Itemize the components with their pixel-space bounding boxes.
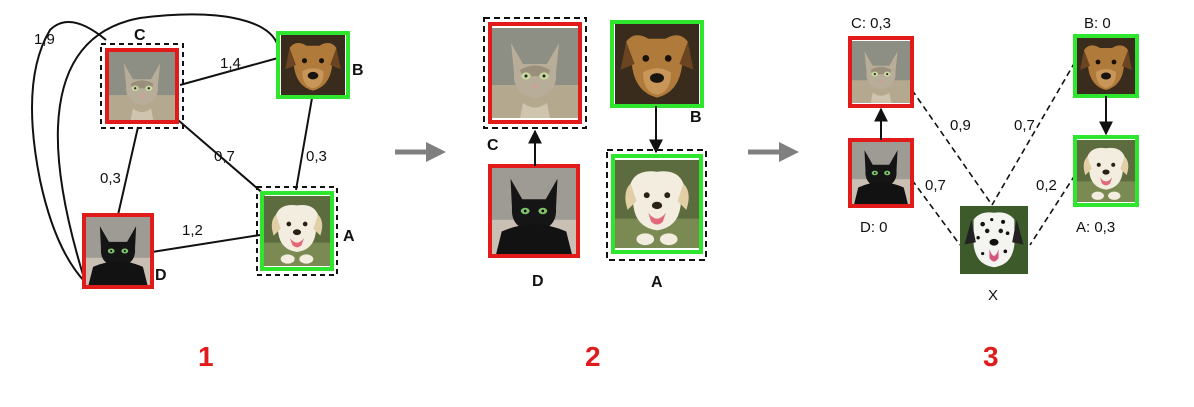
edge-c-x <box>911 89 993 206</box>
node-b-border <box>276 31 350 99</box>
tabby-cat-photo-icon <box>108 52 176 120</box>
edge-label-a-x: 0,2 <box>1036 177 1057 194</box>
white-puppy-photo-icon <box>613 160 701 248</box>
node-b-label: B <box>352 62 364 79</box>
edge-c-b <box>179 57 279 86</box>
edge-a-x <box>1029 174 1076 246</box>
tabby-cat-photo-icon <box>850 41 912 103</box>
terrier-dog-photo-icon <box>1076 36 1136 96</box>
node-c-border <box>105 48 179 124</box>
node-a-dashed-frame <box>606 149 707 261</box>
node-c-label: C <box>134 27 146 44</box>
edge-b-x <box>991 61 1076 206</box>
node-a-label: A: 0,3 <box>1076 219 1115 236</box>
node-c-border <box>488 22 582 124</box>
node-b-label: B <box>690 109 702 126</box>
node-c-border <box>848 36 914 108</box>
node-a-label: A <box>343 228 355 245</box>
edge-label-b-x: 0,7 <box>1014 117 1035 134</box>
node-a-border <box>611 154 703 254</box>
edge-c-d-outer <box>31 21 107 283</box>
terrier-dog-photo-icon <box>281 33 345 97</box>
step-number-1: 1 <box>198 341 214 372</box>
edge-label-d-x: 0,7 <box>925 177 946 194</box>
node-a-border <box>1073 135 1139 207</box>
step-number-3: 3 <box>983 341 999 372</box>
transition-arrow-1 <box>395 142 446 162</box>
edge-label-d-a: 1,2 <box>182 222 203 239</box>
edge-label-b-a: 0,3 <box>306 148 327 165</box>
edge-label-c-a: 0,7 <box>214 148 235 165</box>
node-a-label: A <box>651 274 663 291</box>
node-d-border <box>82 213 154 289</box>
black-cat-photo-icon <box>490 167 578 255</box>
node-c-label: C: 0,3 <box>851 15 891 32</box>
white-puppy-photo-icon <box>262 196 332 266</box>
edge-c-a <box>177 119 266 196</box>
edge-label-c-d-outer: 1,9 <box>34 31 55 48</box>
dalmatian-photo-icon <box>960 206 1028 274</box>
black-cat-photo-icon <box>84 217 152 285</box>
panel-3: 0,9 0,7 0,7 0,2 C: 0,3 D: 0 B: 0 A: 0,3 … <box>848 15 1139 372</box>
edge-label-c-d: 0,3 <box>100 170 121 187</box>
node-a-dashed-frame <box>256 186 338 276</box>
node-c-label: C <box>487 137 499 154</box>
node-d-label: D: 0 <box>860 219 888 236</box>
transition-arrow-2 <box>748 142 799 162</box>
panel-1: 1,9 1,4 0,3 0,7 0,3 1,2 C B D A 1 <box>31 13 364 372</box>
white-puppy-photo-icon <box>1075 140 1137 202</box>
edge-label-c-x: 0,9 <box>950 117 971 134</box>
edge-b-a <box>295 97 313 191</box>
edge-c-d-loop <box>56 13 279 279</box>
node-b-label: B: 0 <box>1084 15 1111 32</box>
step-number-2: 2 <box>585 341 601 372</box>
node-c-dashed-frame <box>100 43 184 129</box>
tabby-cat-photo-icon <box>490 28 580 118</box>
black-cat-photo-icon <box>850 142 912 204</box>
node-c-dashed-frame <box>483 17 587 129</box>
edge-d-x <box>911 179 961 246</box>
edge-c-d <box>117 126 139 216</box>
node-d-label: D <box>155 267 167 284</box>
node-d-label: D <box>532 273 544 290</box>
terrier-dog-photo-icon <box>615 22 699 106</box>
node-x-label: X <box>988 287 998 304</box>
panel-2: C D B A 2 <box>483 17 707 372</box>
edge-d-a <box>151 234 261 253</box>
edge-label-c-b: 1,4 <box>220 55 241 72</box>
node-a-border <box>260 191 334 271</box>
